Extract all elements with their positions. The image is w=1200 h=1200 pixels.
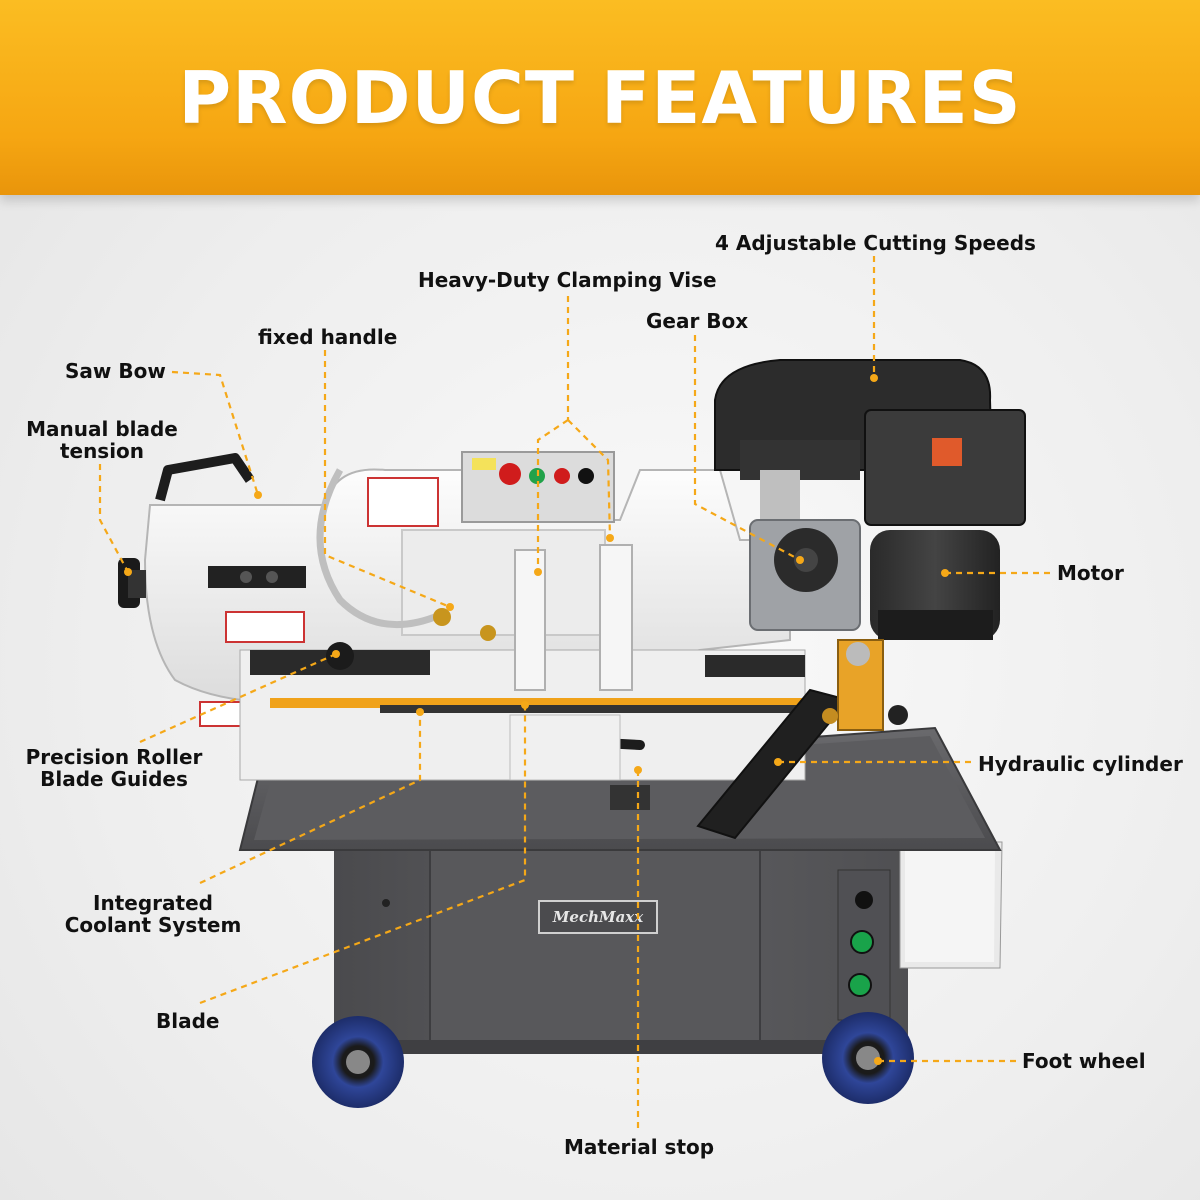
callout-clamping-vise: Heavy-Duty Clamping Vise [418, 268, 717, 292]
callout-foot-wheel: Foot wheel [1022, 1049, 1146, 1073]
brand-logo-plate: MechMaxx [538, 900, 658, 934]
callout-gear-box: Gear Box [646, 309, 749, 333]
cabinet-base [334, 840, 1003, 1054]
callout-coolant-system: Integrated Coolant System [60, 892, 246, 936]
callout-cutting-speeds: 4 Adjustable Cutting Speeds [715, 231, 1036, 255]
callout-material-stop: Material stop [564, 1135, 715, 1159]
callout-coolant-system-line1: Integrated [93, 891, 213, 915]
callout-roller-blade-guides: Precision Roller Blade Guides [16, 746, 212, 790]
page-title: PRODUCT FEATURES [178, 55, 1022, 140]
brand-logo-text: MechMaxx [552, 908, 644, 926]
callout-hydraulic-cylinder: Hydraulic cylinder [978, 752, 1183, 776]
header-banner: PRODUCT FEATURES [0, 0, 1200, 195]
callout-saw-bow: Saw Bow [65, 359, 166, 383]
callout-blade: Blade [156, 1009, 220, 1033]
callout-fixed-handle: fixed handle [258, 325, 398, 349]
callout-roller-blade-guides-line2: Blade Guides [40, 767, 188, 791]
callout-coolant-system-line2: Coolant System [64, 913, 242, 937]
callout-manual-blade-tension: Manual blade tension [22, 418, 182, 462]
callout-roller-blade-guides-line1: Precision Roller [25, 745, 203, 769]
callout-motor: Motor [1057, 561, 1124, 585]
callout-manual-blade-tension-line1: Manual blade [26, 417, 178, 441]
callout-manual-blade-tension-line2: tension [59, 439, 145, 463]
wheels [312, 1012, 914, 1108]
